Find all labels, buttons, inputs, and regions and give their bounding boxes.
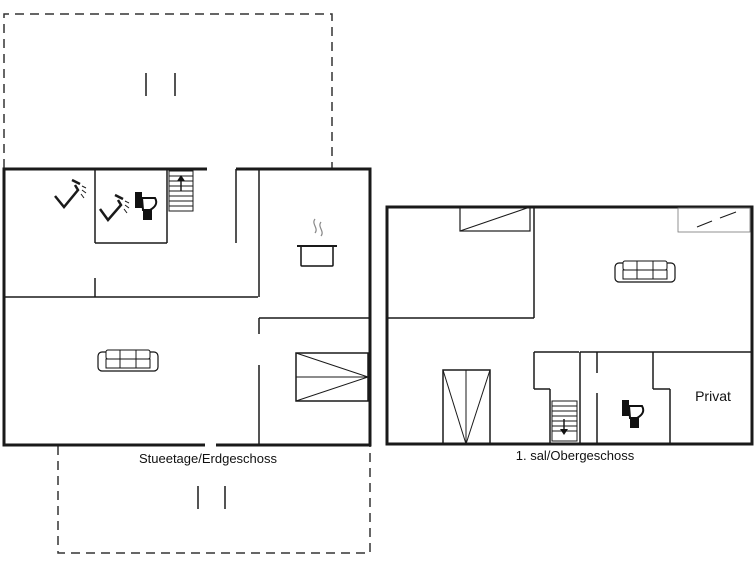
roof-window-icon — [459, 206, 531, 232]
cooking-pot-icon — [297, 218, 337, 267]
shower-icon — [98, 193, 130, 223]
ground-floor-interior-walls — [4, 169, 370, 445]
room-label-private: Privat — [695, 388, 731, 404]
ground-floor-terrace-south — [57, 446, 371, 554]
upper-floor-label: 1. sal/Obergeschoss — [516, 448, 635, 463]
toilet-icon — [622, 400, 645, 428]
sofa-icon — [97, 349, 159, 372]
sofa-icon — [614, 260, 676, 283]
ground-floor-label: Stueetage/Erdgeschoss — [139, 451, 278, 466]
stairs-up-icon — [168, 170, 194, 212]
stairs-down-icon — [551, 400, 578, 442]
stairs-icon — [295, 352, 369, 402]
ground-floor-terrace-north — [3, 13, 333, 168]
shower-icon — [54, 178, 87, 209]
ground-floor-outline — [2, 167, 372, 447]
roof-window-icon — [677, 207, 751, 233]
wardrobe-icon — [442, 369, 491, 445]
upper-floor-outline — [385, 205, 754, 446]
upper-floor-interior-walls — [387, 207, 752, 444]
toilet-icon — [135, 192, 158, 220]
